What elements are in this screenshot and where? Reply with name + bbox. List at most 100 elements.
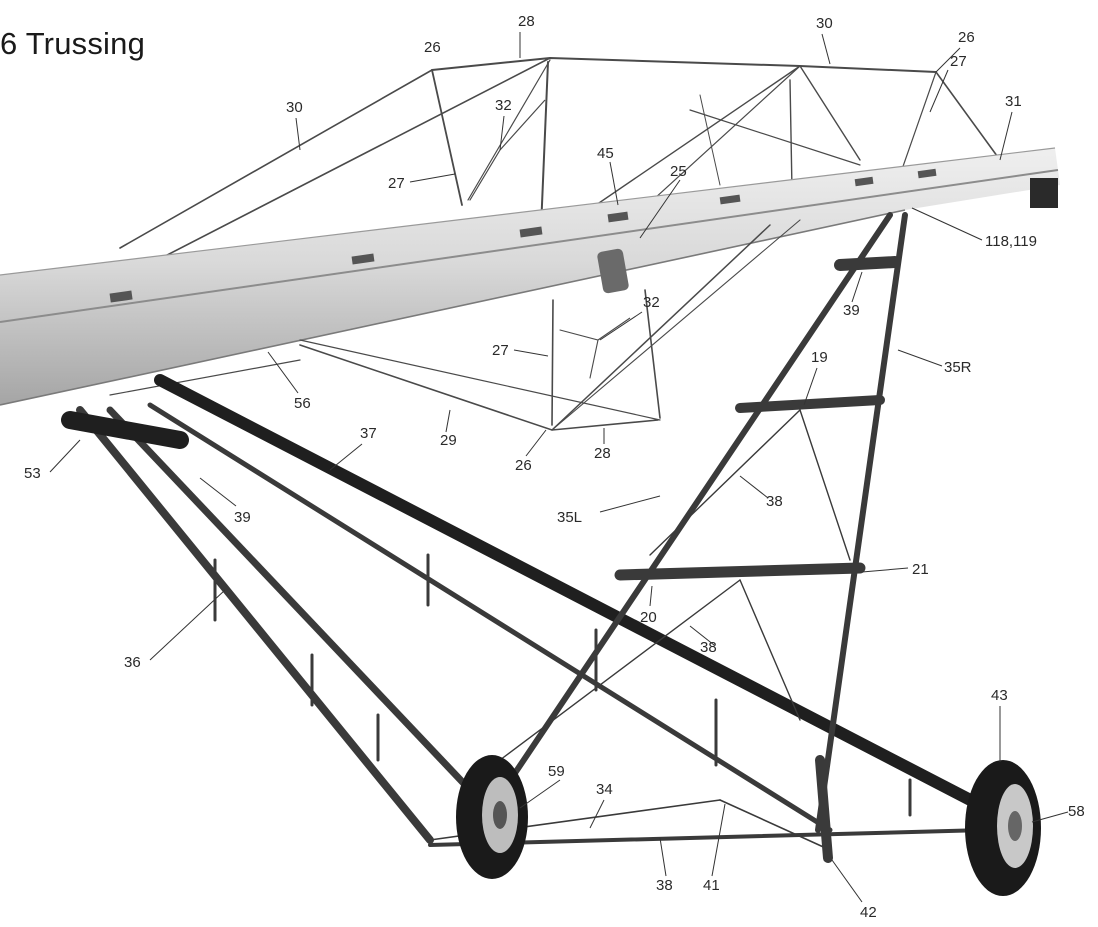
- wheel-43: [965, 760, 1041, 896]
- callout-leader-c25: [639, 179, 681, 239]
- callout-leader-c39a: [851, 271, 863, 303]
- wheels: [456, 755, 1041, 896]
- truss-rod-diag-6: [699, 94, 721, 186]
- truss-rod-diag-1: [467, 59, 551, 201]
- tube-body: [0, 148, 1060, 405]
- strut-42: [815, 755, 833, 863]
- callout-leader-c27c: [513, 349, 549, 357]
- callout-leader-c27b: [409, 173, 456, 183]
- callout-leader-c35r: [897, 349, 943, 367]
- callout-label-c25: 25: [670, 163, 687, 180]
- tube-flange-clamps: [109, 168, 937, 303]
- callout-leader-c38c: [659, 837, 667, 877]
- callout-leader-c27a: [929, 69, 949, 113]
- diagram-title: 6 Trussing: [0, 26, 146, 61]
- hub-43: [1008, 811, 1022, 841]
- brace-38-lower-b: [739, 579, 801, 721]
- callout-label-c38c: 38: [656, 877, 673, 894]
- truss-rod-diag-3: [799, 65, 861, 161]
- callout-leader-c45: [609, 161, 619, 206]
- callout-label-c32b: 32: [643, 294, 660, 311]
- callout-label-c56: 56: [294, 395, 311, 412]
- lower-truss-rods: [109, 219, 801, 431]
- brace-38-lower-a: [499, 579, 741, 761]
- callout-label-c38b: 38: [700, 639, 717, 656]
- brace-38-upper-b: [799, 409, 851, 561]
- tube-end-bracket: [1030, 178, 1058, 208]
- callout-label-c30b: 30: [286, 99, 303, 116]
- callout-leader-c19: [803, 367, 818, 406]
- truss-rod-diag-7: [899, 71, 937, 176]
- callout-label-c21: 21: [912, 561, 929, 578]
- truss-strut-lower-right: [644, 289, 661, 419]
- tower-leg-35L: [467, 212, 893, 843]
- callout-label-c45: 45: [597, 145, 614, 162]
- truss-rod-long-diag: [299, 339, 661, 421]
- callout-leader-c38a: [739, 475, 769, 499]
- tower-leg-35R: [815, 212, 908, 833]
- truss-chord-28-30: [431, 56, 937, 73]
- callout-label-c58: 58: [1068, 803, 1085, 820]
- truss-strut-27-left: [431, 69, 463, 206]
- truss-rod-lower-right: [689, 109, 861, 166]
- callout-label-c26b: 26: [958, 29, 975, 46]
- brace-38-upper-a: [649, 409, 801, 556]
- callout-label-c39b: 39: [234, 509, 251, 526]
- callout-leader-c21: [861, 567, 909, 573]
- callout-leader-c35l: [599, 495, 661, 513]
- callout-label-c27c: 27: [492, 342, 509, 359]
- truss-rod-28-lower: [551, 224, 771, 431]
- callout-label-c42: 42: [860, 904, 877, 921]
- truss-rod-56: [109, 359, 301, 396]
- tower-rung-39-top: [834, 256, 901, 271]
- tube-seam: [0, 169, 1059, 323]
- callout-leader-c26c: [525, 429, 547, 457]
- callout-leader-c59: [519, 779, 561, 809]
- callout-label-c39a: 39: [843, 302, 860, 319]
- callout-leader-c56: [267, 351, 299, 394]
- truss-rod-diag-lower-2: [551, 219, 801, 431]
- callout-leader-c34: [589, 799, 605, 829]
- callout-label-c35l: 35L: [557, 509, 582, 526]
- callout-label-c27a: 27: [950, 53, 967, 70]
- tube-bottom-edge: [0, 209, 906, 406]
- callout-label-c43: 43: [991, 687, 1008, 704]
- callout-label-c35r: 35R: [944, 359, 972, 376]
- callout-label-c118: 118,119: [985, 233, 1037, 250]
- callout-label-c38a: 38: [766, 493, 783, 510]
- callout-label-c37: 37: [360, 425, 377, 442]
- callout-leader-c29: [445, 409, 451, 433]
- tower-leg-37: [154, 374, 986, 811]
- coupler-25: [597, 248, 629, 294]
- callout-label-c30a: 30: [816, 15, 833, 32]
- wheel-59: [456, 755, 528, 879]
- callout-leader-c30b: [295, 117, 301, 151]
- callout-leader-c41: [711, 803, 726, 877]
- tube-top-edge: [0, 147, 1056, 276]
- callout-label-c29: 29: [440, 432, 457, 449]
- callout-leader-c31: [999, 111, 1013, 161]
- callout-label-c41: 41: [703, 877, 720, 894]
- callout-leader-c42: [831, 859, 863, 903]
- callout-label-c19: 19: [811, 349, 828, 366]
- callout-leader-c32b: [599, 311, 643, 341]
- truss-strut-27-lower: [551, 299, 554, 426]
- callout-leader-c36: [149, 589, 226, 661]
- main-span-tube: [0, 147, 1060, 406]
- callout-leader-c38b: [689, 625, 715, 646]
- tower-leg-36-inner: [106, 406, 474, 794]
- tower-rung-19: [735, 395, 885, 413]
- base-rod-41: [719, 799, 831, 851]
- callout-leader-c58: [1031, 811, 1069, 823]
- callout-leader-c118: [911, 207, 983, 241]
- truss-rod-29: [299, 344, 659, 431]
- tower-box-53: [61, 411, 189, 449]
- callout-label-c28a: 28: [518, 13, 535, 30]
- callout-label-c59: 59: [548, 763, 565, 780]
- callout-leader-c20: [649, 585, 653, 607]
- callout-label-c26c: 26: [515, 457, 532, 474]
- callout-leader-c32a: [499, 115, 505, 151]
